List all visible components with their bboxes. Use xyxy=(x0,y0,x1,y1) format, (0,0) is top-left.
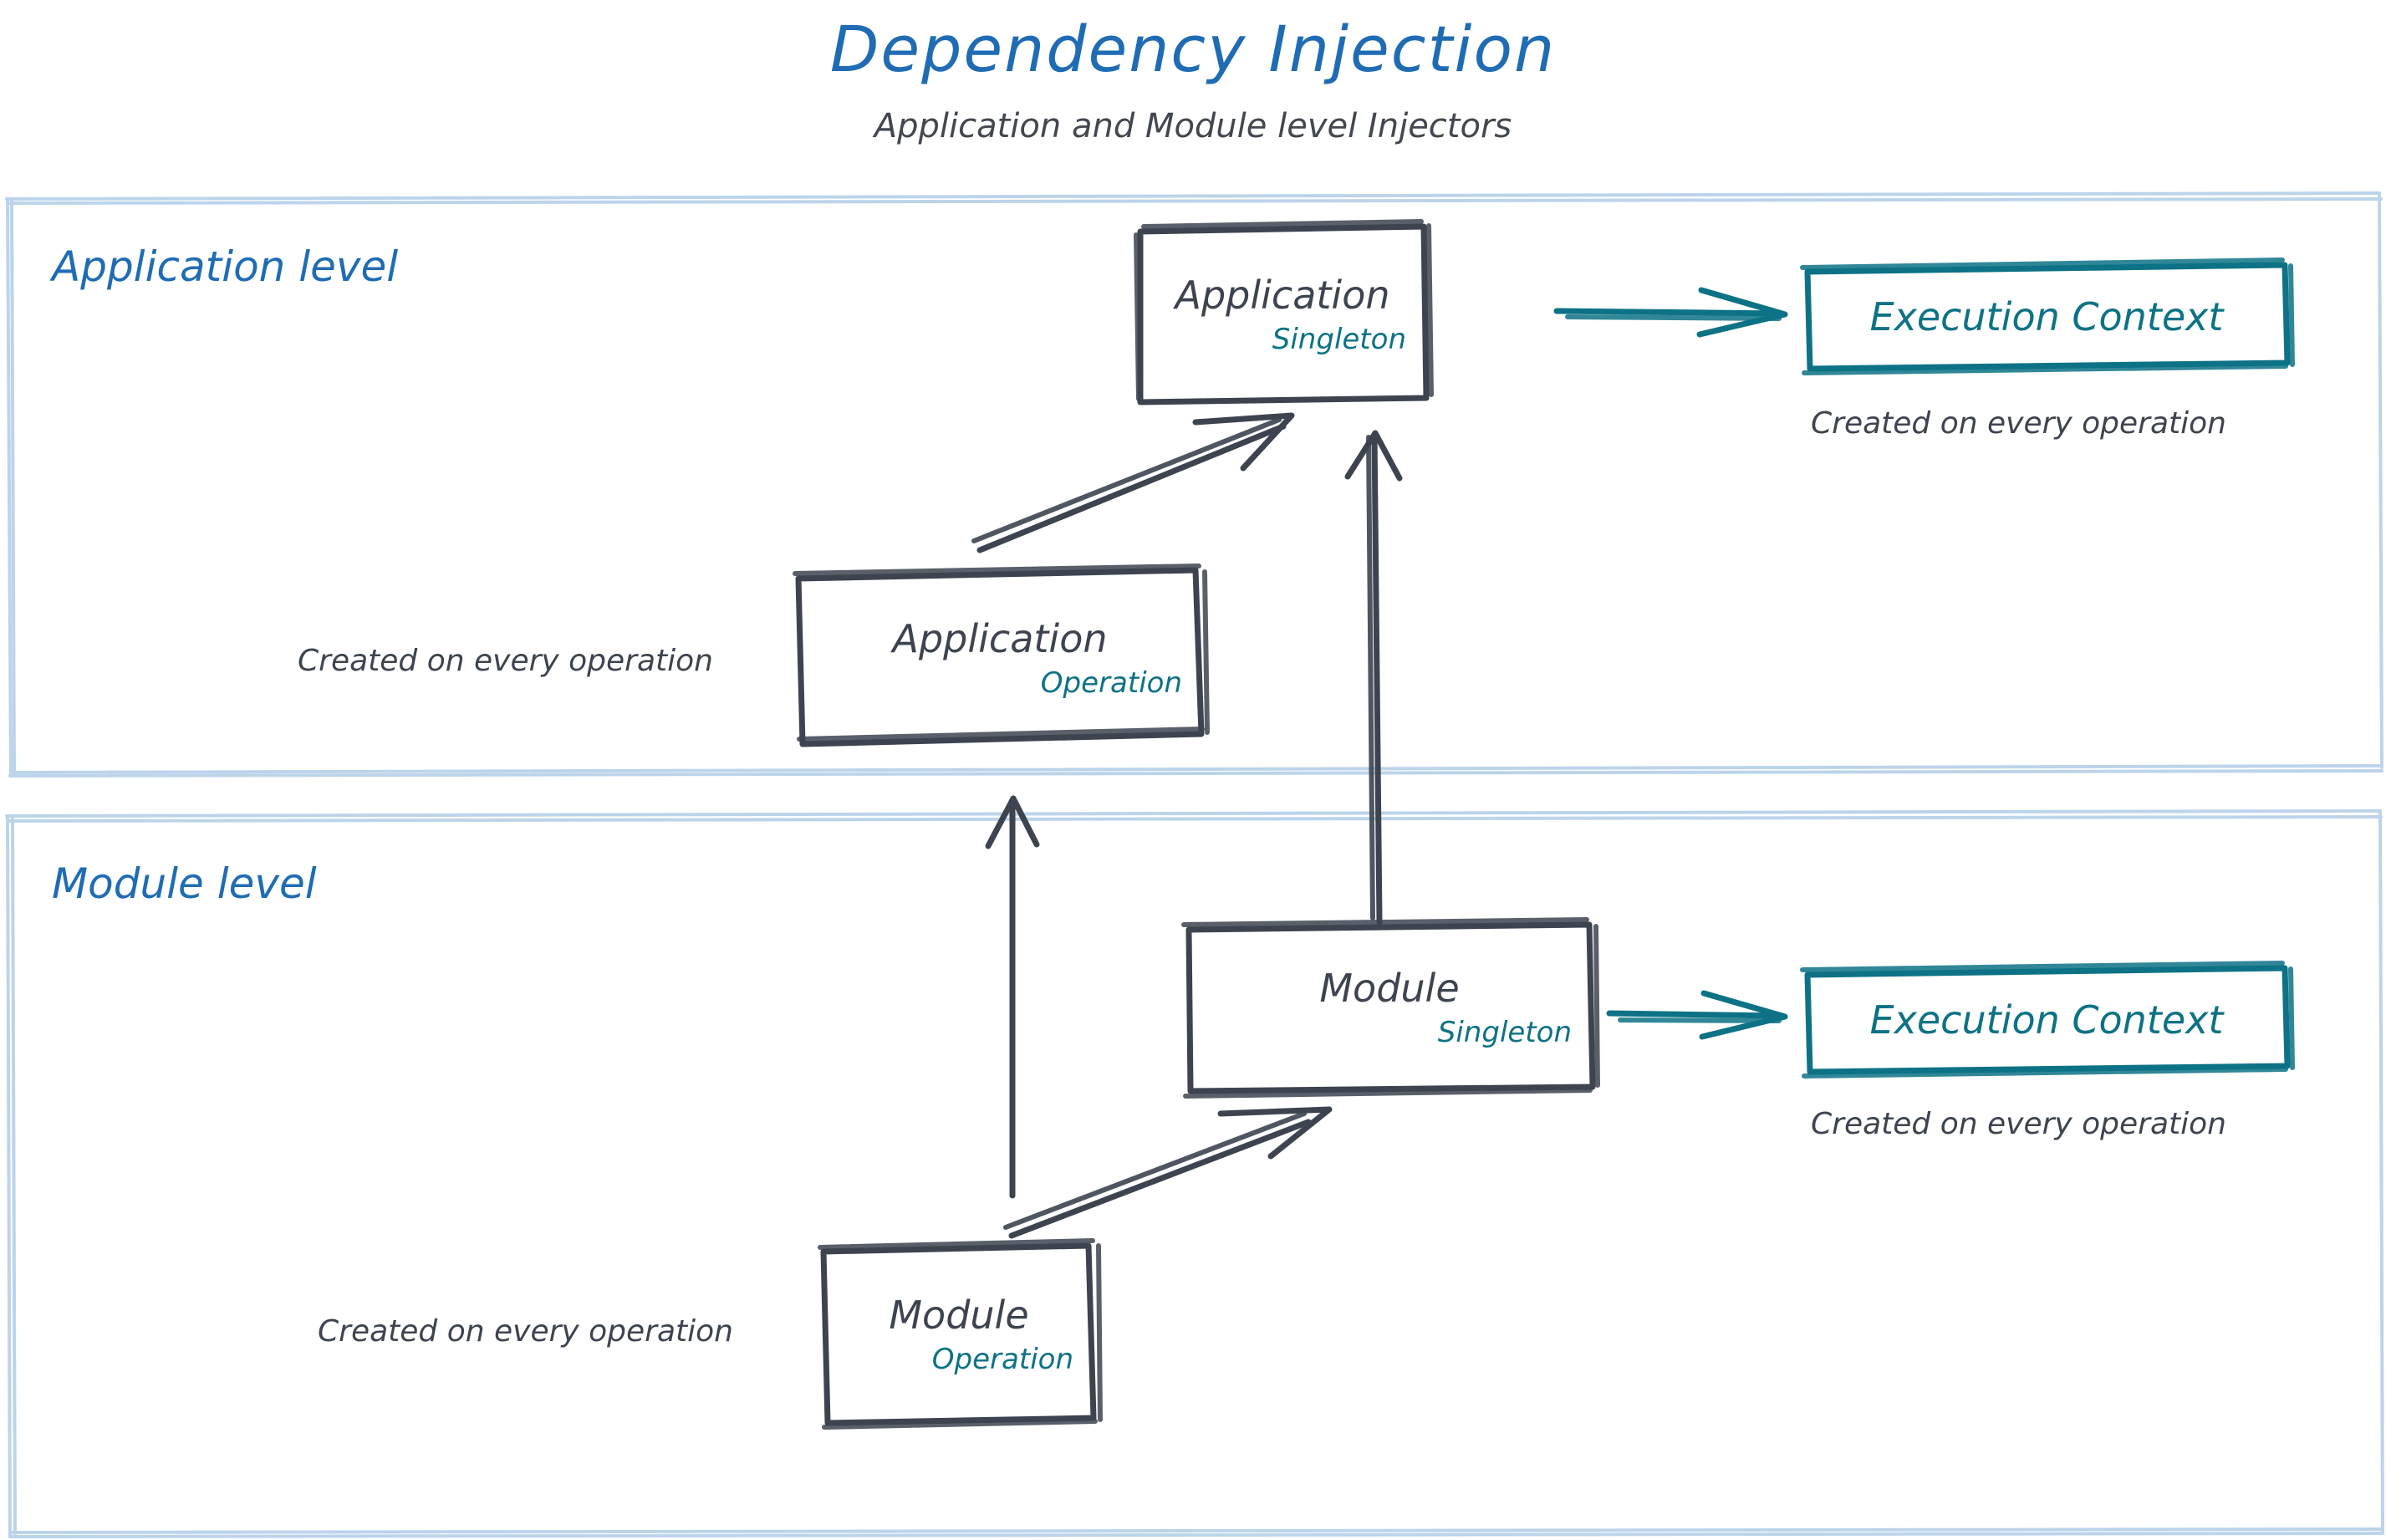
edge-module-singleton-to-app-singleton xyxy=(1344,430,1403,926)
note-application-operation: Created on every operation xyxy=(298,644,713,678)
node-title: Module xyxy=(889,1293,1029,1338)
edge-app-singleton-to-context xyxy=(1553,287,1788,338)
section-label-application-level: Application level xyxy=(52,242,399,291)
note-module-operation: Created on every operation xyxy=(318,1314,733,1349)
node-title: Application xyxy=(892,616,1108,661)
node-module-operation[interactable]: Module Operation xyxy=(823,1246,1095,1423)
node-title: Application xyxy=(1175,273,1390,318)
page-title: Dependency Injection xyxy=(829,12,1557,86)
edge-module-singleton-to-context xyxy=(1606,990,1788,1040)
node-scope-badge: Operation xyxy=(1040,666,1182,700)
note-application-execution-context: Created on every operation xyxy=(1811,406,2226,441)
node-module-singleton[interactable]: Module Singleton xyxy=(1185,925,1593,1090)
page-subtitle: Application and Module level Injectors xyxy=(874,107,1512,145)
edge-module-operation-to-app-operation xyxy=(985,795,1040,1199)
node-scope-badge: Singleton xyxy=(1272,323,1406,356)
node-scope-badge: Singleton xyxy=(1437,1016,1572,1049)
node-scope-badge: Operation xyxy=(931,1343,1073,1376)
module-level-container xyxy=(5,809,2384,1538)
edge-module-operation-to-module-singleton xyxy=(1003,1106,1333,1239)
node-application-operation[interactable]: Application Operation xyxy=(796,570,1204,746)
node-module-execution-context[interactable]: Execution Context xyxy=(1804,967,2289,1073)
node-application-execution-context[interactable]: Execution Context xyxy=(1804,264,2289,370)
node-title: Module xyxy=(1319,966,1460,1011)
node-title: Execution Context xyxy=(1869,294,2224,339)
section-label-module-level: Module level xyxy=(52,859,317,908)
node-application-singleton[interactable]: Application Singleton xyxy=(1137,226,1428,403)
edge-app-operation-to-app-singleton xyxy=(971,412,1295,553)
node-title: Execution Context xyxy=(1869,997,2224,1043)
note-module-execution-context: Created on every operation xyxy=(1811,1107,2226,1141)
